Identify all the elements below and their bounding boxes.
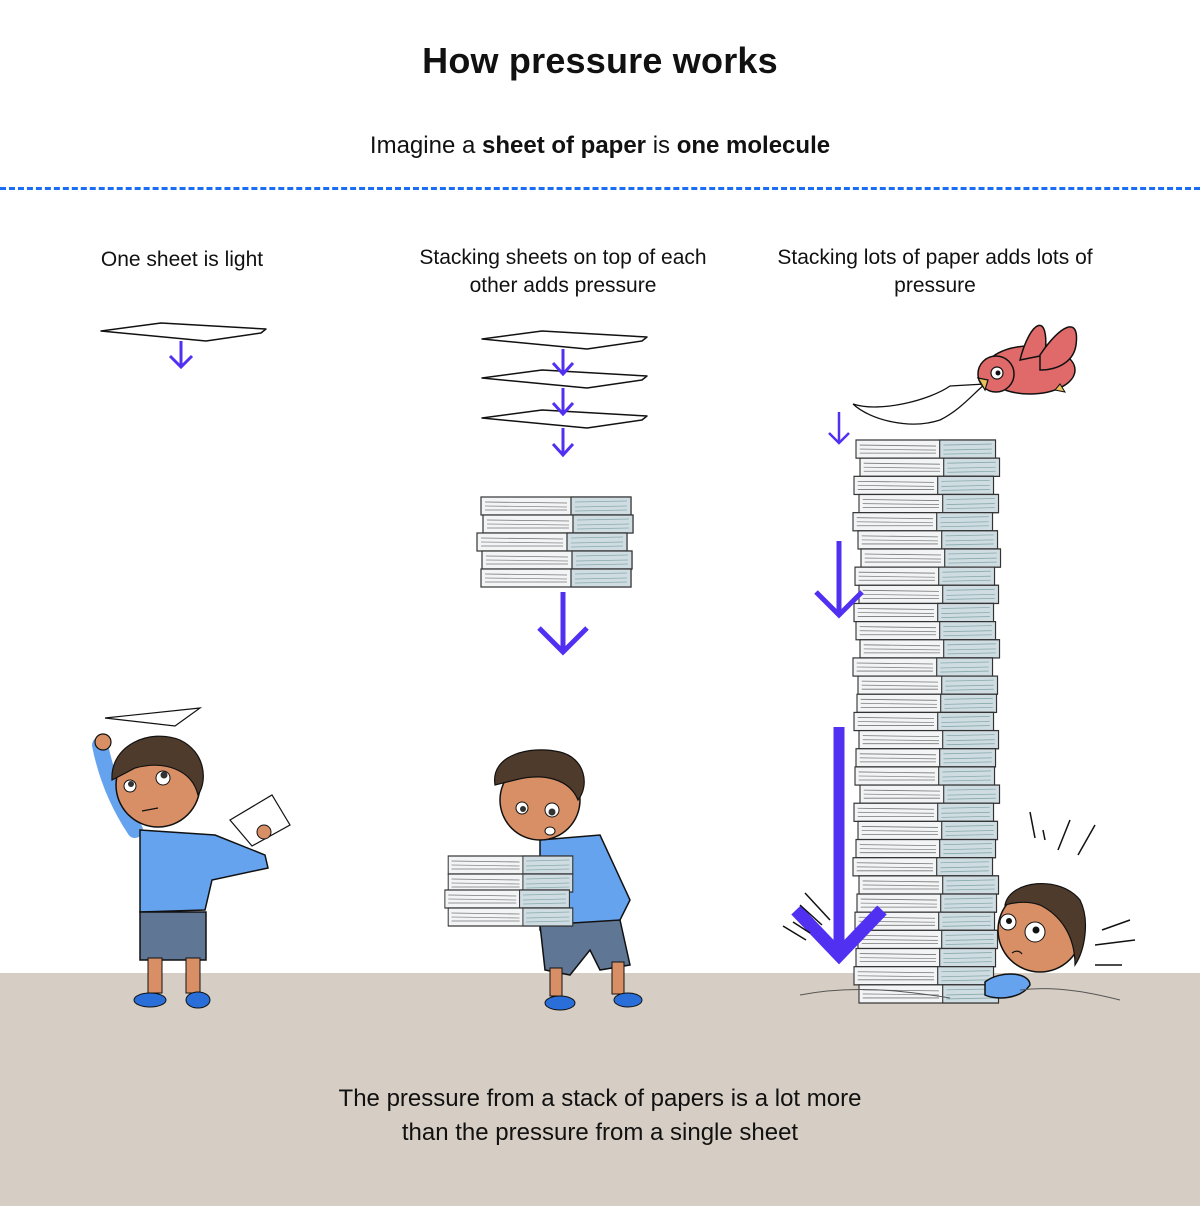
panel-3-small-arrow-icon (828, 412, 850, 445)
subtitle-text-1: Imagine a (369, 132, 482, 159)
tall-stack-book (852, 857, 994, 877)
subtitle-emphasis-2: one molecule (676, 132, 831, 159)
caption-line-1: The pressure from a stack of papers is a… (338, 1085, 862, 1112)
tall-stack-book (858, 493, 1000, 514)
tall-stack-book (855, 947, 997, 968)
dashed-divider (0, 187, 1200, 190)
tall-stack-book (858, 584, 1000, 605)
panel-1-label: One sheet is light (100, 248, 264, 271)
panel-1-sheet-icon (100, 322, 267, 342)
caption-line-2: than the pressure from a single sheet (401, 1119, 799, 1146)
tall-stack-book (859, 457, 1001, 477)
bird-icon (852, 324, 1078, 425)
tall-stack-book (859, 784, 1001, 804)
page-title: How pressure works (422, 40, 778, 81)
tall-stack-book (857, 929, 999, 950)
panel-3-label: Stacking lots of paper adds lots of pres… (777, 246, 1093, 297)
panel-3-huge-arrow-icon (782, 727, 887, 965)
tall-stack-book (854, 566, 996, 586)
panel-3-medium-arrow-icon (814, 541, 864, 619)
tall-stack-book (853, 475, 995, 496)
panel-2-paper-stack-icon (476, 496, 634, 588)
ground (0, 973, 1200, 1206)
tall-stack-book (856, 893, 998, 913)
subtitle: Imagine a sheet of paper is one molecule (0, 132, 1200, 160)
tall-stack-book (859, 639, 1001, 659)
boy-3-icon (799, 811, 1136, 1001)
tall-stack-book (857, 530, 999, 550)
tall-stack-book (854, 766, 996, 786)
subtitle-emphasis-1: sheet of paper (481, 132, 647, 159)
tall-stack-book (860, 548, 1002, 568)
tall-stack-book (855, 621, 997, 641)
boy-2-icon (444, 749, 643, 1011)
tall-stack-book (852, 657, 994, 677)
tall-stack-book (853, 711, 995, 732)
panel-2-down-arrow-icons (551, 349, 575, 458)
panel-2-sheets (481, 330, 648, 429)
tall-stack-book (855, 439, 997, 459)
panel-2-label: Stacking sheets on top of each other add… (419, 246, 707, 297)
boy-1-icon (92, 707, 291, 1009)
tall-stack-book (856, 693, 998, 714)
tall-stack-book (855, 748, 997, 768)
tall-stack-book (855, 838, 997, 859)
tall-stack-book (853, 802, 995, 822)
caption: The pressure from a stack of papers is a… (0, 1082, 1200, 1150)
boy-2-paper-stack-icon (444, 855, 574, 927)
panel-1-down-arrow-icon (168, 341, 194, 370)
panel-2-large-arrow-icon (537, 592, 589, 656)
tall-stack-book (857, 820, 999, 841)
subtitle-text-2: is (646, 132, 677, 159)
tall-stack-book (858, 875, 1000, 895)
tall-stack-book (853, 602, 995, 623)
tall-stack-book (858, 729, 1000, 750)
panel-3-tall-paper-stack-icon (852, 439, 1002, 1004)
tall-stack-book (852, 512, 994, 532)
tall-stack-book (857, 675, 999, 695)
tall-stack-book (854, 911, 996, 931)
